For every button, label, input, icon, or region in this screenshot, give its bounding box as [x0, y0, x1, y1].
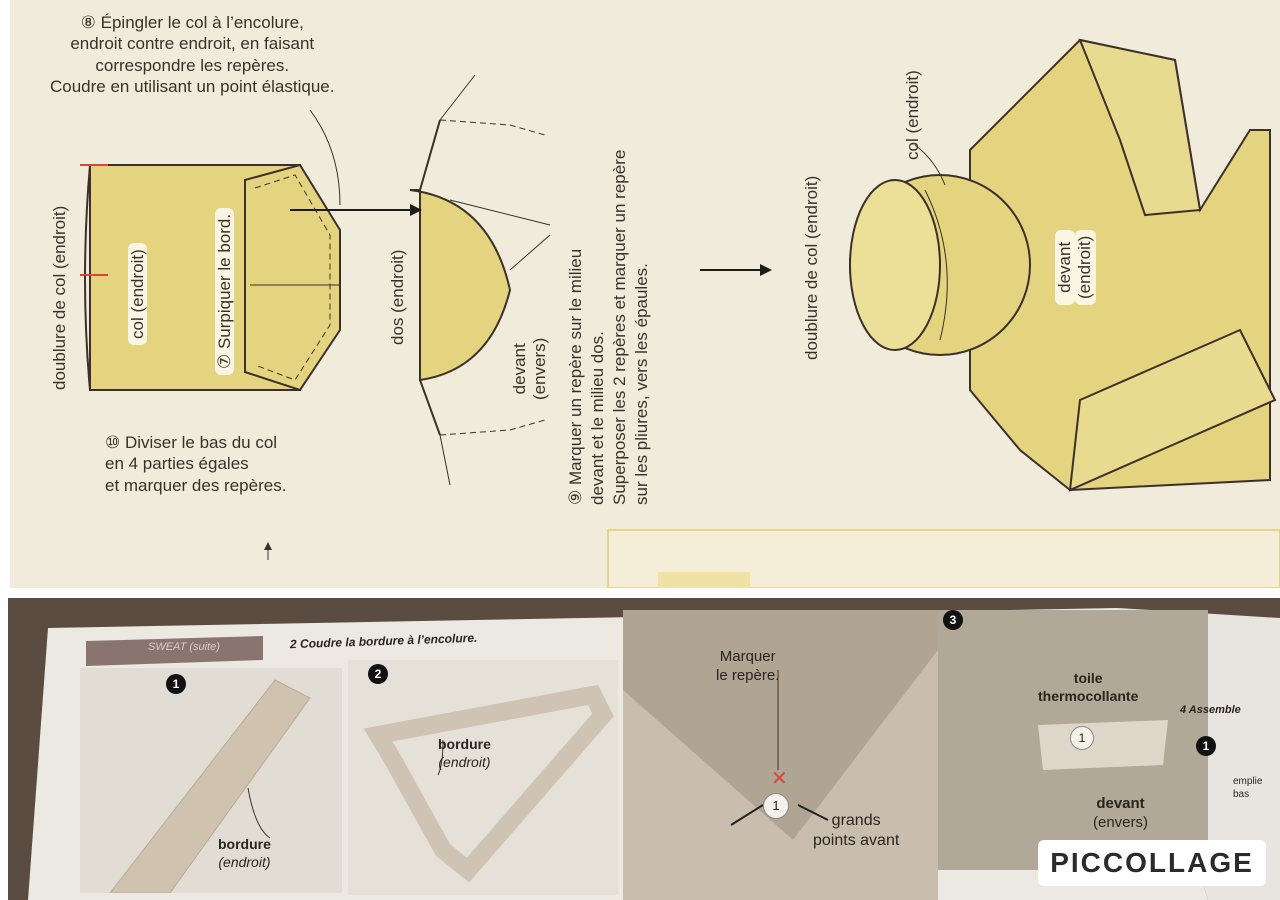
fabric-triangle: [363, 684, 614, 883]
sweater-sleeve: [1078, 38, 1202, 217]
photo2-label: bordure (endroit): [438, 736, 491, 770]
section-tab-label: SWEAT (suite): [148, 641, 220, 653]
photo-step2: [348, 660, 618, 895]
label-col-endroit: col (endroit): [128, 243, 148, 345]
fabric-v-neck: ✕: [623, 610, 938, 900]
photo1-label: bordure (endroit): [218, 836, 271, 870]
label-col-endroit-right: col (endroit): [903, 70, 922, 160]
arrow-head: [410, 204, 422, 216]
photo4-devant-label: devant (envers): [1093, 795, 1149, 831]
step-number-1: 1: [166, 674, 186, 694]
leader-line: [449, 199, 551, 271]
step-number-3: 3: [943, 610, 963, 630]
collar-roll-line: [84, 164, 91, 391]
label-devant-endroit-line: (endroit): [1075, 229, 1096, 305]
photo-step3: ✕: [623, 610, 938, 900]
neckline-front: [409, 189, 512, 382]
step8-instruction: ⑧ Épingler le col à l’encolure,endroit c…: [50, 13, 335, 96]
label-devant-endroit-line: devant: [1055, 229, 1076, 305]
label-surpiquer: ⑦ Surpiquer le bord.: [215, 207, 235, 375]
label-col-endroit-text: col (endroit): [128, 243, 147, 345]
collar-fold: [244, 163, 341, 392]
top-photo-panel: ⑧ Épingler le col à l’encolure,endroit c…: [10, 0, 1280, 588]
neckline-edge: [419, 119, 441, 436]
label-devant-envers: devant(envers): [510, 337, 550, 400]
piccollage-logo: PICCOLLAGE: [1038, 840, 1266, 886]
leader-line: [914, 144, 946, 186]
shoulder-lines: [439, 74, 476, 486]
label-doublure-col: doublure de col (endroit): [50, 205, 69, 390]
collar-fold-line: [924, 189, 948, 341]
pattern-illustrations: [80, 38, 1280, 588]
page-box-accent: [658, 572, 750, 588]
label-devant-endroit: devant (endroit): [1055, 229, 1096, 305]
photo-step1: [80, 668, 342, 893]
step-number-2: 2: [368, 664, 388, 684]
label-dos-endroit: dos (endroit): [388, 249, 407, 345]
neckline-stitch: [439, 119, 546, 136]
next-step-number: 1: [1196, 736, 1216, 756]
arrow-head: [760, 264, 772, 276]
next-section-heading: 4 Assemble: [1180, 704, 1241, 716]
svg-text:✕: ✕: [771, 766, 788, 790]
label-surpiquer-text: ⑦ Surpiquer le bord.: [215, 207, 234, 375]
photo3-circle: 1: [763, 793, 789, 819]
arrow-head: [264, 542, 272, 550]
collar-lining: [849, 179, 941, 351]
neckline-stitch: [439, 419, 546, 436]
label-doublure-col-right: doublure de col (endroit): [802, 175, 821, 360]
sweater-sleeve: [1068, 328, 1277, 492]
collar-topstitch: [254, 174, 331, 381]
piccollage-logo-text: PICCOLLAGE: [1050, 847, 1254, 878]
fabric-strip-1: [109, 679, 311, 893]
leader-line: [309, 109, 341, 206]
photo4-circle: 1: [1070, 726, 1094, 750]
section-tab: [86, 636, 263, 666]
